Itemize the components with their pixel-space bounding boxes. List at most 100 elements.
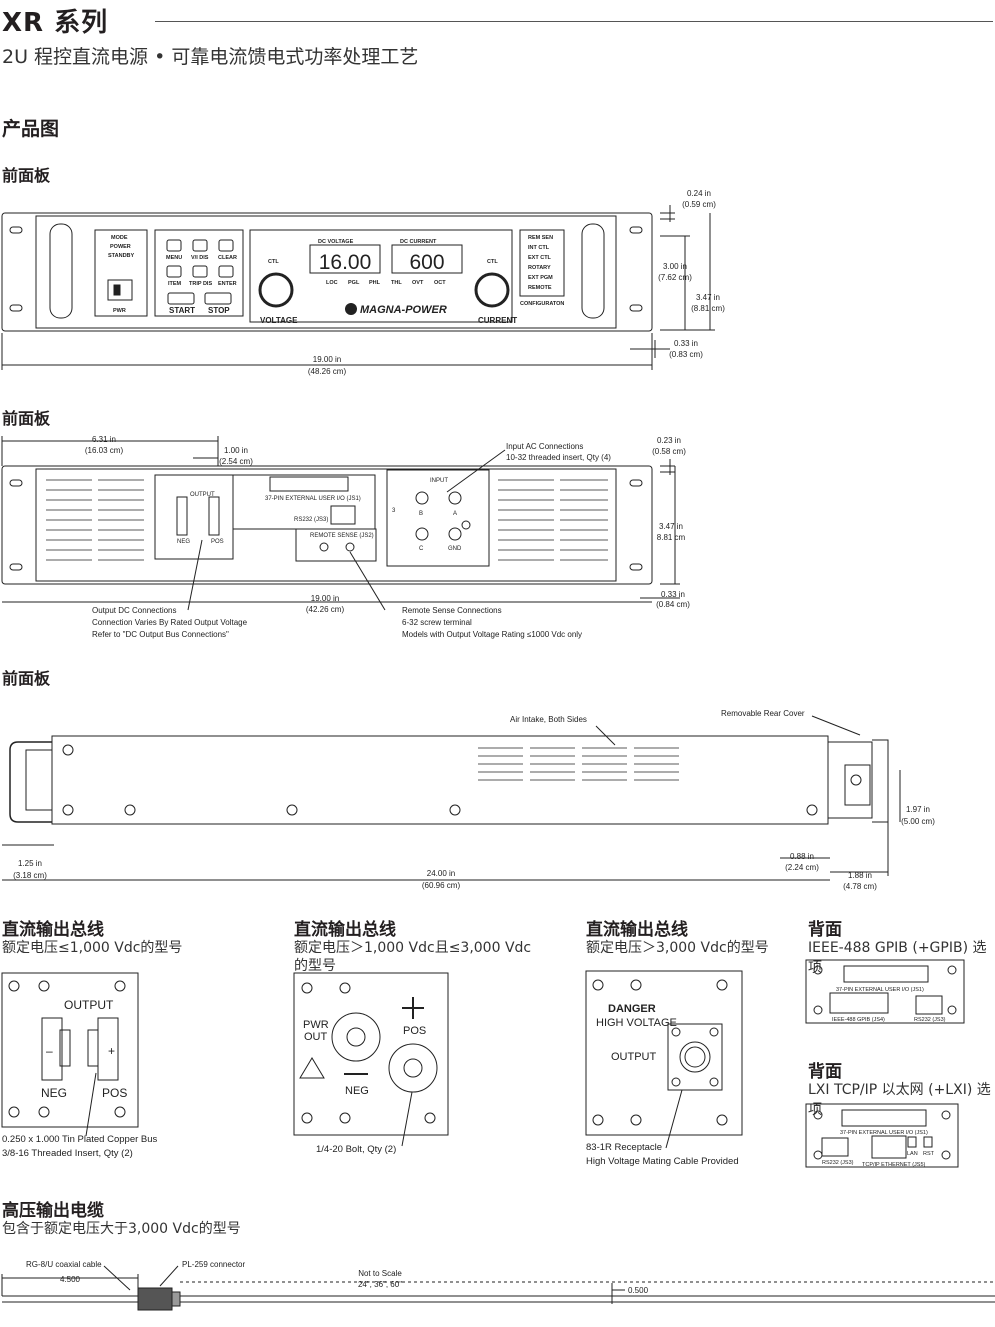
side-cover: Removable Rear Cover [721,709,805,718]
left-handle [49,223,73,319]
fp2-h-in: 3.47 in [659,522,683,531]
fp2-c: C [419,546,424,552]
bus1-cap1: 0.250 x 1.000 Tin Plated Copper Bus [2,1134,158,1145]
right-handle [581,223,605,319]
rear2-js1: 37-PIN EXTERNAL USER I/O (JS1) [840,1130,928,1136]
bus2-pos: POS [403,1025,426,1037]
fp2-js1: 37-PIN EXTERNAL USER I/O (JS1) [265,496,361,502]
lbl-ctl-right: CTL [487,259,498,265]
fp2-input: INPUT [430,478,448,484]
fp1-bot-cm: (0.83 cm) [669,350,703,359]
fp2-input-ac2: 10-32 threaded insert, Qty (4) [506,453,611,462]
bus3-cap1: 83-1R Receptacle [586,1142,662,1153]
fp2-w-cm: (42.26 cm) [306,605,345,614]
fp2-rs1: Remote Sense Connections [402,606,502,615]
bus1-desc: 额定电压≤1,000 Vdc的型号 [2,940,183,956]
fp2-three-phase: 3 [392,508,396,514]
fp2-top-cm: (0.58 cm) [652,447,686,456]
bus3-hv: HIGH VOLTAGE [596,1017,677,1029]
section-front-panel-3: 前面板 [2,669,51,688]
section-product-images: 产品图 [2,118,60,140]
lbl-ovt: OVT [412,280,424,286]
title-rule [155,21,993,22]
rear2-rs232: RS232 (JS3) [822,1160,854,1166]
lbl-mode: MODE [111,235,128,241]
cable-title: 高压输出电缆 [2,1201,104,1221]
input-panel [386,469,490,567]
front-bezel [35,215,617,329]
side-h-in: 1.97 in [906,805,930,814]
fp2-neg: NEG [177,539,190,545]
lbl-current: CURRENT [478,316,517,325]
fp2-da-cm: (16.03 cm) [85,446,124,455]
cable-d45: 4.500 [60,1275,81,1284]
cable-d05: 0.500 [628,1286,649,1295]
side-h-cm: (5.00 cm) [901,817,935,826]
rear1-gpib: IEEE-488 GPIB (JS4) [832,1017,885,1023]
voltage-knob [258,272,294,308]
fp2-a: A [453,511,457,517]
bus1-minus: – [46,1044,53,1058]
hv-receptacle [667,1023,723,1091]
fp1-width-in: 19.00 in [313,355,341,364]
keypad-panel [154,229,244,317]
rear-vents-left [46,479,608,561]
lbl-thl: THL [391,280,402,286]
fp1-h1-cm: (7.62 cm) [658,273,692,282]
bus2-neg: NEG [345,1085,369,1097]
fp2-db-in: 1.00 in [224,446,248,455]
power-switch [107,279,133,301]
lbl-clear: CLEAR [218,255,237,261]
bus3-title: 直流输出总线 [586,920,688,940]
fp2-rs2: 6-32 screw terminal [402,618,472,627]
fp2-db-cm: (2.54 cm) [219,457,253,466]
lbl-dcv: DC VOLTAGE [318,239,354,245]
voltage-display [309,244,381,274]
bus2-panel [293,972,449,1136]
section-front-panel-1: 前面板 [2,166,51,185]
lbl-voltage: VOLTAGE [260,316,298,325]
page-subtitle: 2U 程控直流电源 • 可靠电流馈电式功率处理工艺 [2,46,419,68]
fp2-outdc2: Connection Varies By Rated Output Voltag… [92,618,248,627]
fp2-gnd: GND [448,546,462,552]
lbl-rotary: ROTARY [528,265,551,271]
brand-logo: MAGNA-POWER [360,304,447,316]
current-display [391,244,463,274]
fp2-da-in: 6.31 in [92,435,116,444]
bus1-plus: + [108,1044,115,1058]
bus3-panel [585,970,743,1136]
fp2-pos: POS [211,539,224,545]
bus2-desc-2: 的型号 [294,958,336,974]
bus1-output: OUTPUT [64,998,114,1012]
side-l-cm: (3.18 cm) [13,871,47,880]
side-r1-cm: (2.24 cm) [785,863,819,872]
lbl-item: ITEM [168,281,182,287]
rear1-js1: 37-PIN EXTERNAL USER I/O (JS1) [836,987,924,993]
rear1-rs232: RS232 (JS3) [914,1017,946,1023]
lbl-dci: DC CURRENT [400,239,437,245]
cable-scale: Not to Scale [358,1269,402,1278]
fp1-top-in: 0.24 in [687,189,711,198]
side-air: Air Intake, Both Sides [510,715,587,724]
fp2-bot-cm: (0.84 cm) [656,600,690,609]
rear1-title: 背面 [808,920,842,940]
cable-pl: PL-259 connector [182,1260,245,1269]
lbl-start: START [169,306,195,315]
lbl-menu: MENU [166,255,182,261]
mode-panel [94,229,148,317]
lbl-stop: STOP [208,306,230,315]
bus2-pwr: PWR [303,1019,329,1031]
rack-outline [1,212,653,332]
fp2-h-cm: 8.81 cm [657,533,686,542]
side-r1-in: 0.88 in [790,852,814,861]
rear2-eth: TCP/IP ETHERNET (JS5) [862,1162,926,1168]
display-panel [249,229,513,323]
lbl-configuration: CONFIGURATON [520,301,564,307]
current-knob [474,272,510,308]
fp2-outdc1: Output DC Connections [92,606,177,615]
rear2-lan: LAN [907,1151,918,1157]
lbl-vidis: V/I DIS [191,255,209,261]
side-l-in: 1.25 in [18,859,42,868]
side-len-cm: (60.96 cm) [422,881,461,890]
